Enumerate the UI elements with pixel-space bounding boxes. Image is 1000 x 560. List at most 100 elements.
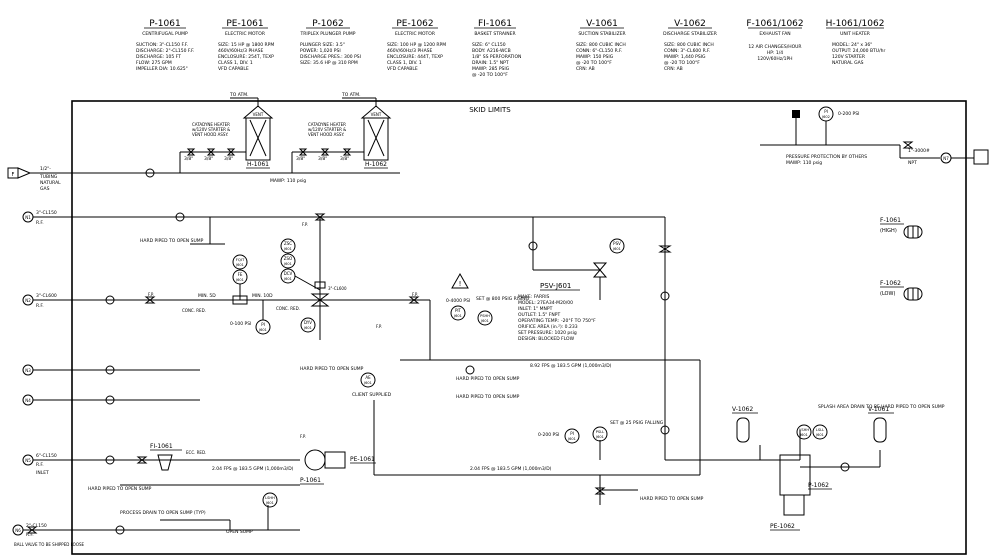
control-valve-icon[interactable]	[310, 293, 330, 307]
gate-valve-icon[interactable]	[594, 487, 606, 495]
equipment-spec: SIZE: 800 CUBIC INCH	[576, 42, 626, 48]
psll-instrument[interactable]	[592, 426, 608, 442]
fqit-instrument[interactable]	[232, 254, 248, 270]
lshh-instrument[interactable]	[262, 492, 278, 508]
heater-tag: H-1062	[365, 161, 387, 168]
psv-spec: MODEL: 27EA34-M20/00	[518, 300, 573, 306]
equipment-spec: VFD CAPABLE	[387, 66, 418, 72]
line-number-marker	[660, 425, 670, 435]
heater-note: CATADYNE HEATER	[308, 122, 346, 127]
pshh-instrument[interactable]	[477, 310, 493, 326]
line-number-marker	[105, 395, 115, 405]
dyv-instrument[interactable]	[300, 317, 316, 333]
offsheet-extra: BALL VALVE TO BE SHIPPED LOOSE	[14, 542, 85, 547]
offsheet-n4[interactable]: N4	[22, 394, 200, 406]
equipment-tag: FI-1061	[478, 19, 512, 29]
gate-valve-icon[interactable]	[314, 213, 326, 221]
valve-icon[interactable]	[206, 148, 216, 156]
instrument-num: J601	[283, 262, 292, 266]
instrument-num: J601	[612, 247, 621, 251]
equipment-spec: CRN: AB	[664, 66, 683, 72]
valve-icon[interactable]	[226, 148, 236, 156]
offsheet-n5[interactable]: N5 6"-CL150 R.F. INLET	[22, 453, 300, 476]
valve-size: 3/8"	[224, 156, 233, 162]
instrument-num: J601	[265, 501, 274, 505]
fan-f1061: F-1061 (HIGH)	[880, 217, 923, 239]
gate-valve-icon[interactable]	[144, 296, 156, 304]
instrument-num: J601	[235, 263, 244, 267]
equipment-tag: PE-1062	[396, 19, 433, 29]
zso-instrument[interactable]	[280, 253, 296, 269]
fp-label: F.P.	[376, 324, 382, 329]
flow-rate-label: 2.04 FPS @ 183.5 GPM (1,000m3/D)	[212, 466, 294, 472]
vessel-icon	[873, 417, 887, 443]
warning-triangle-icon	[451, 272, 469, 289]
zsc-instrument[interactable]	[280, 238, 296, 254]
heater-note: VENT HOOD ASSY.	[192, 132, 228, 137]
valve-icon[interactable]	[186, 148, 196, 156]
ball-valve-icon[interactable]	[26, 526, 38, 534]
equipment-title: ELECTRIC MOTOR	[225, 31, 265, 37]
gate-valve-icon[interactable]	[902, 141, 914, 149]
valve-icon[interactable]	[342, 148, 352, 156]
valve-icon[interactable]	[320, 148, 330, 156]
instrument-tag: PI	[261, 322, 265, 327]
gate-valve-icon[interactable]	[658, 245, 672, 253]
heater-note: w/120V STARTER &	[192, 127, 230, 132]
instrument-range: 0-200 PSI	[838, 111, 859, 117]
equipment-tag: V-1061	[868, 406, 889, 413]
equipment-tag: PE-1061	[226, 19, 263, 29]
vshh-instrument[interactable]	[796, 424, 812, 440]
line-number-marker	[105, 365, 115, 375]
instrument-range: 0-200 PSI	[538, 432, 559, 438]
reducer-label: CONC. RED.	[276, 306, 300, 311]
equipment-spec: @ -20 TO 100°F	[472, 72, 508, 78]
offsheet-n2[interactable]: N2 3"-CL600 R.F.	[22, 293, 430, 309]
offsheet-tag: N1	[25, 215, 31, 220]
instrument-num: J601	[595, 435, 604, 439]
psv-spec: INLET: 1" MNPT	[518, 306, 553, 312]
equipment-tag: V-1061	[586, 19, 618, 29]
line-number-marker	[175, 212, 185, 222]
valve-icon[interactable]	[298, 148, 308, 156]
heater-body	[245, 117, 271, 161]
equipment-spec: @ -20 TO 100°F	[664, 60, 700, 66]
equipment-title: SUCTION STABILIZER	[578, 31, 625, 37]
heater-tag: H-1061	[247, 161, 269, 168]
psv-spec: DESIGN: BLOCKED FLOW	[518, 336, 575, 342]
instrument-num: J601	[363, 381, 372, 385]
psv-valve-icon[interactable]	[592, 262, 608, 278]
equipment-spec: CRN: AB	[576, 66, 595, 72]
offsheet-conn: R.F.	[36, 462, 44, 468]
heater-note: VENT HOOD ASSY.	[308, 132, 344, 137]
gate-valve-icon[interactable]	[408, 296, 420, 304]
equipment-title: DISCHARGE STABILIZER	[663, 31, 717, 37]
instrument-tag: ZSO	[284, 256, 292, 261]
equipment-spec: IMPELLER DIA: 10.625"	[136, 66, 188, 72]
equipment-spec: PLUNGER SIZE: 3.5"	[300, 42, 345, 48]
pump-p1062: P-1062 PE-1062	[770, 454, 832, 531]
offsheet-n1[interactable]: N1 3"-CL150 R.F.	[22, 210, 665, 226]
reducer-label: ECC. RED.	[186, 450, 206, 455]
equipment-list: P-1061 CENTRIFUGAL PUMP SUCTION: 3"-CL15…	[136, 19, 885, 78]
gas-desc: NATURAL	[40, 180, 61, 186]
instrument-tag: DYV	[304, 320, 312, 325]
offsheet-n3[interactable]: N3	[22, 364, 200, 376]
instrument-tag: VSHH	[799, 428, 809, 432]
equipment-spec: MODEL: 24" x 36"	[832, 42, 872, 48]
equipment-spec: CONN: 6"-CL150 R.F.	[576, 48, 622, 54]
psv-instrument[interactable]	[609, 238, 625, 254]
equipment-tag: F-1061/1062	[746, 19, 803, 29]
equipment-spec: 460V/60Hz/3 PHASE	[387, 48, 432, 54]
pi-instrument-circle[interactable]	[564, 428, 580, 444]
pit-instrument[interactable]	[450, 305, 466, 321]
heater-h1062: TO ATM. VENT H-1062 CATADYNE HEATER w/12…	[292, 92, 392, 169]
gate-valve-icon[interactable]	[136, 456, 148, 464]
offsheet-conn: R.F.	[36, 220, 44, 226]
equipment-spec: 12 AIR CHANGES/HOUR	[748, 44, 801, 50]
gas-mawp: MAWP: 110 psig	[270, 178, 306, 184]
offsheet-n6[interactable]: N6 2"-CL150 R.F. BALL VALVE TO BE SHIPPE…	[12, 523, 300, 547]
lsll-instrument[interactable]	[812, 424, 828, 440]
equipment-spec: DISCHARGE: 2"-CL150 F.F.	[136, 48, 194, 54]
ae-instrument[interactable]	[360, 372, 376, 388]
